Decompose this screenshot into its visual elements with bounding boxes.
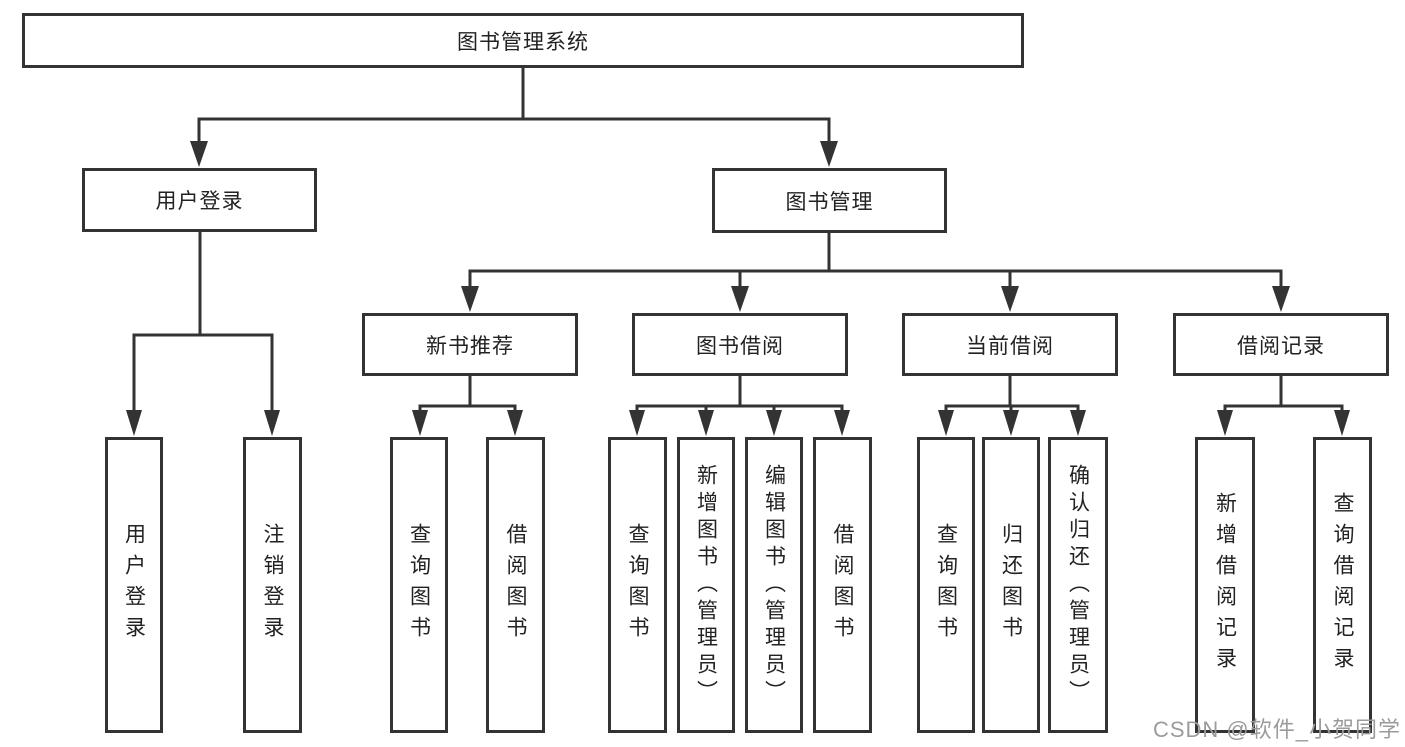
leaf-logout: 注销登录 [243,437,302,733]
node-borrow-records: 借阅记录 [1173,313,1389,376]
leaf-borrow-books: 借阅图书 [813,437,872,733]
node-current-borrow-label: 当前借阅 [966,334,1054,358]
leaf-borrow-books-recommend: 借阅图书 [486,437,545,733]
connector-root-to-level2 [197,68,831,144]
leaf-borrow-books-recommend-label: 借阅图书 [504,523,527,647]
node-book-management-label: 图书管理 [785,190,874,214]
node-book-borrow-label: 图书借阅 [696,334,784,358]
leaf-user-login: 用户登录 [105,437,163,733]
connector-currentborrow-to-leaves [944,376,1080,412]
connector-bookborrow-to-leaves [635,376,844,412]
leaf-confirm-return-admin: 确认归还（管理员） [1048,437,1108,733]
leaf-add-borrow-record: 新增借阅记录 [1195,437,1255,733]
leaf-edit-book-admin-label: 编辑图书（管理员） [762,463,786,707]
leaf-add-book-admin: 新增图书（管理员） [677,437,735,733]
leaf-add-book-admin-label: 新增图书（管理员） [694,463,718,707]
leaf-query-books-current: 查询图书 [917,437,975,733]
leaf-query-books-current-label: 查询图书 [934,523,958,647]
watermark: CSDN @软件_小贺同学 [1152,717,1401,742]
leaf-query-borrow-record: 查询借阅记录 [1313,437,1372,733]
leaf-query-books-borrow-label: 查询图书 [626,523,649,647]
leaf-return-books-label: 归还图书 [999,523,1023,647]
node-book-management: 图书管理 [712,168,947,233]
node-user-login-label: 用户登录 [155,190,244,213]
leaf-add-borrow-record-label: 新增借阅记录 [1213,492,1237,678]
node-user-login: 用户登录 [82,168,317,232]
node-borrow-records-label: 借阅记录 [1237,334,1325,358]
leaf-edit-book-admin: 编辑图书（管理员） [745,437,803,733]
leaf-borrow-books-label: 借阅图书 [831,523,854,647]
node-new-book-recommend-label: 新书推荐 [426,334,514,358]
node-book-borrow: 图书借阅 [632,313,848,376]
leaf-user-login-label: 用户登录 [122,523,146,647]
connector-newbook-to-leaves [418,376,517,412]
leaf-query-books-recommend-label: 查询图书 [407,523,431,647]
leaf-logout-label: 注销登录 [261,523,284,647]
arrowheads [126,141,1350,436]
leaf-query-books-borrow: 查询图书 [608,437,667,733]
node-root-label: 图书管理系统 [457,30,589,54]
leaf-confirm-return-admin-label: 确认归还（管理员） [1066,463,1090,707]
leaf-query-borrow-record-label: 查询借阅记录 [1331,492,1354,678]
node-root: 图书管理系统 [22,13,1024,68]
connector-records-to-leaves [1223,376,1344,412]
leaf-return-books: 归还图书 [982,437,1040,733]
node-current-borrow: 当前借阅 [902,313,1118,376]
connector-userlogin-to-leaves [132,232,274,412]
connector-bookmgmt-to-level3 [468,233,1283,290]
node-new-book-recommend: 新书推荐 [362,313,578,376]
leaf-query-books-recommend: 查询图书 [390,437,448,733]
